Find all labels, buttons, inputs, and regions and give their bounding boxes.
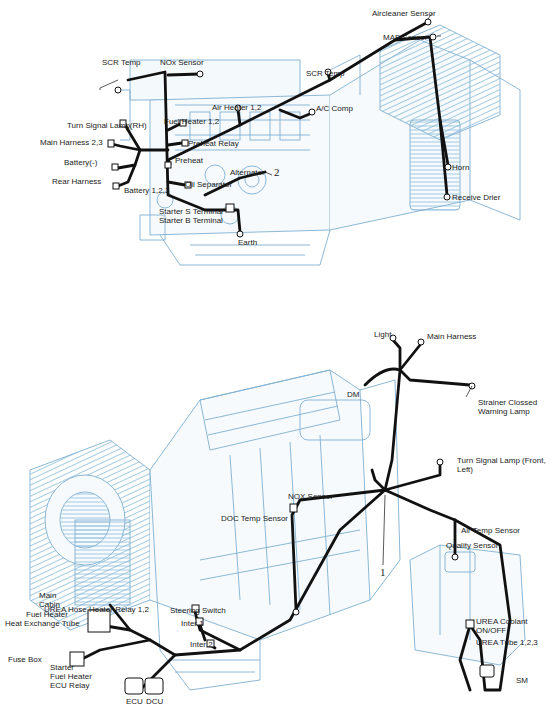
part-label: Battery 1,2,3: [124, 186, 169, 195]
part-label: DOC Temp Sensor: [221, 514, 288, 523]
callout-number: 1: [380, 566, 386, 578]
wire-harness: [112, 22, 448, 232]
part-label: Strainer Clossed Warning Lamp: [478, 398, 556, 416]
part-label: ECU: [126, 697, 143, 706]
part-label: NOx Sensor: [160, 58, 204, 67]
wire-harness: [80, 340, 510, 690]
part-label: Receive Drier: [452, 193, 500, 202]
part-label: A/C Comp: [316, 104, 353, 113]
part-label: MAF Sensor: [383, 33, 427, 42]
part-label: Light: [374, 330, 391, 339]
connector-symbols: [108, 19, 451, 237]
part-label: Fuel Heater 1,2: [164, 117, 219, 126]
part-label: Preheat: [175, 156, 203, 165]
part-label: Preheat Relay: [188, 139, 239, 148]
part-label: Fuse Box: [8, 655, 42, 664]
part-label: Oil Separator: [185, 180, 232, 189]
part-label: Turn Signal Lamp (Front, Left): [457, 456, 547, 474]
part-label: Alternator: [230, 168, 265, 177]
part-label: ECU Relay: [50, 681, 90, 690]
part-label: DCU: [146, 697, 163, 706]
part-label: Air Heater 1,2: [212, 103, 261, 112]
part-label: Turn Signal Lamp(RH): [67, 121, 147, 130]
part-label: UREA Tube 1,2,3: [476, 638, 556, 647]
part-label: UREA Hose Heater Relay 1,2: [44, 605, 149, 614]
connector-symbols: [70, 335, 494, 694]
leader-lines: [100, 13, 441, 175]
part-label: Starter B Terminal: [159, 216, 223, 225]
callout-number: 2: [274, 166, 280, 178]
part-label: NOX Sensor: [288, 492, 333, 501]
part-label: Battery(-): [64, 158, 97, 167]
part-label: SM: [516, 676, 528, 685]
part-label: Horn: [452, 163, 469, 172]
part-label: Heat Exchange Tube: [5, 619, 80, 628]
part-label: Aircleaner Sensor: [372, 9, 436, 18]
leader-lines: [383, 386, 472, 565]
part-label: UREA Coolant ON/OFF: [476, 617, 556, 635]
part-label: Earth: [238, 238, 257, 247]
part-label: Starter S Terminal: [159, 207, 223, 216]
part-label: Inter 2: [190, 640, 213, 649]
part-label: Starter: [50, 663, 74, 672]
part-label: Main Harness: [427, 332, 476, 341]
part-label: SCR Temp: [306, 69, 345, 78]
part-label: Air Temp Sensor: [461, 526, 520, 535]
part-label: Rear Harness: [52, 177, 101, 186]
part-label: Main Harness 2,3: [40, 138, 103, 147]
part-label: Quality Sensor: [446, 541, 498, 550]
part-label: SCR Temp: [102, 58, 141, 67]
part-label: Fuel Heater: [50, 672, 92, 681]
part-label: Steering Switch: [170, 606, 226, 615]
part-label: Inter 1: [181, 619, 204, 628]
part-label: DM: [347, 390, 359, 399]
